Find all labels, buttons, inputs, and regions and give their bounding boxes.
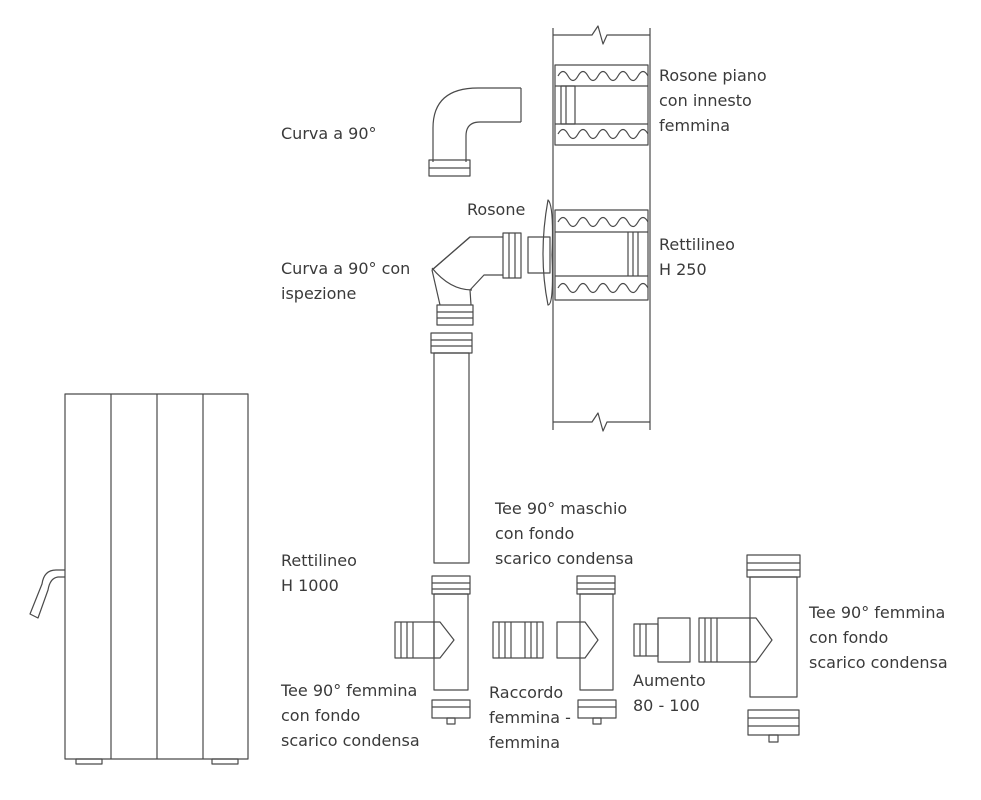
label-tee-femmina-left-line-2: con fondo bbox=[281, 706, 361, 725]
label-aumento: Aumento 80 - 100 bbox=[633, 668, 706, 718]
label-tee-femmina-left: Tee 90° femmina con fondo scarico conden… bbox=[281, 678, 420, 753]
label-rosone: Rosone bbox=[467, 197, 525, 222]
label-aumento-line-2: 80 - 100 bbox=[633, 696, 700, 715]
label-rosone-piano: Rosone piano con innesto femmina bbox=[659, 63, 767, 138]
tee-female-right bbox=[698, 554, 801, 743]
label-rettilineo-250: Rettilineo H 250 bbox=[659, 232, 735, 282]
label-rosone-piano-line-1: Rosone piano bbox=[659, 66, 767, 85]
label-raccordo-line-2: femmina - bbox=[489, 708, 571, 727]
elbow-90 bbox=[428, 87, 522, 177]
label-rosone-piano-line-2: con innesto bbox=[659, 91, 752, 110]
label-raccordo-line-3: femmina bbox=[489, 733, 561, 752]
label-raccordo-line-1: Raccordo bbox=[489, 683, 564, 702]
label-tee-femmina-right: Tee 90° femmina con fondo scarico conden… bbox=[809, 600, 948, 675]
reducer-80-100 bbox=[633, 617, 691, 663]
label-tee-femmina-left-line-1: Tee 90° femmina bbox=[281, 681, 418, 700]
label-rettilineo-250-line-2: H 250 bbox=[659, 260, 707, 279]
label-curva-90-ispezione: Curva a 90° con ispezione bbox=[281, 256, 410, 306]
label-tee-femmina-right-line-2: con fondo bbox=[809, 628, 889, 647]
label-rettilineo-1000: Rettilineo H 1000 bbox=[281, 548, 357, 598]
wall-section bbox=[552, 25, 651, 432]
tee-female-left bbox=[394, 575, 471, 725]
label-rosone-piano-line-3: femmina bbox=[659, 116, 731, 135]
insulation-block-upper bbox=[554, 64, 649, 146]
label-curva-90: Curva a 90° bbox=[281, 121, 377, 146]
label-tee-maschio-line-2: con fondo bbox=[495, 524, 575, 543]
stove-appliance bbox=[64, 393, 249, 765]
label-rosone-line-1: Rosone bbox=[467, 200, 526, 219]
label-aumento-line-1: Aumento bbox=[633, 671, 706, 690]
label-tee-femmina-left-line-3: scarico condensa bbox=[281, 731, 420, 750]
label-tee-femmina-right-line-1: Tee 90° femmina bbox=[809, 603, 946, 622]
label-curva-90-ispezione-line-2: ispezione bbox=[281, 284, 357, 303]
label-tee-maschio-line-1: Tee 90° maschio bbox=[495, 499, 628, 518]
label-curva-90-line-1: Curva a 90° bbox=[281, 124, 377, 143]
label-raccordo: Raccordo femmina - femmina bbox=[489, 680, 571, 755]
tee-male bbox=[556, 575, 617, 725]
label-tee-femmina-right-line-3: scarico condensa bbox=[809, 653, 948, 672]
label-curva-90-ispezione-line-1: Curva a 90° con bbox=[281, 259, 411, 278]
label-tee-maschio: Tee 90° maschio con fondo scarico conden… bbox=[495, 496, 634, 571]
label-rettilineo-1000-line-2: H 1000 bbox=[281, 576, 339, 595]
label-tee-maschio-line-3: scarico condensa bbox=[495, 549, 634, 568]
straight-pipe-1000 bbox=[430, 332, 473, 564]
rosette bbox=[527, 199, 554, 306]
elbow-90-inspection bbox=[431, 232, 522, 326]
coupler-female-female bbox=[492, 621, 544, 659]
label-rettilineo-1000-line-1: Rettilineo bbox=[281, 551, 357, 570]
stove-handle bbox=[29, 569, 65, 619]
label-rettilineo-250-line-1: Rettilineo bbox=[659, 235, 735, 254]
insulation-block-lower bbox=[554, 209, 649, 301]
